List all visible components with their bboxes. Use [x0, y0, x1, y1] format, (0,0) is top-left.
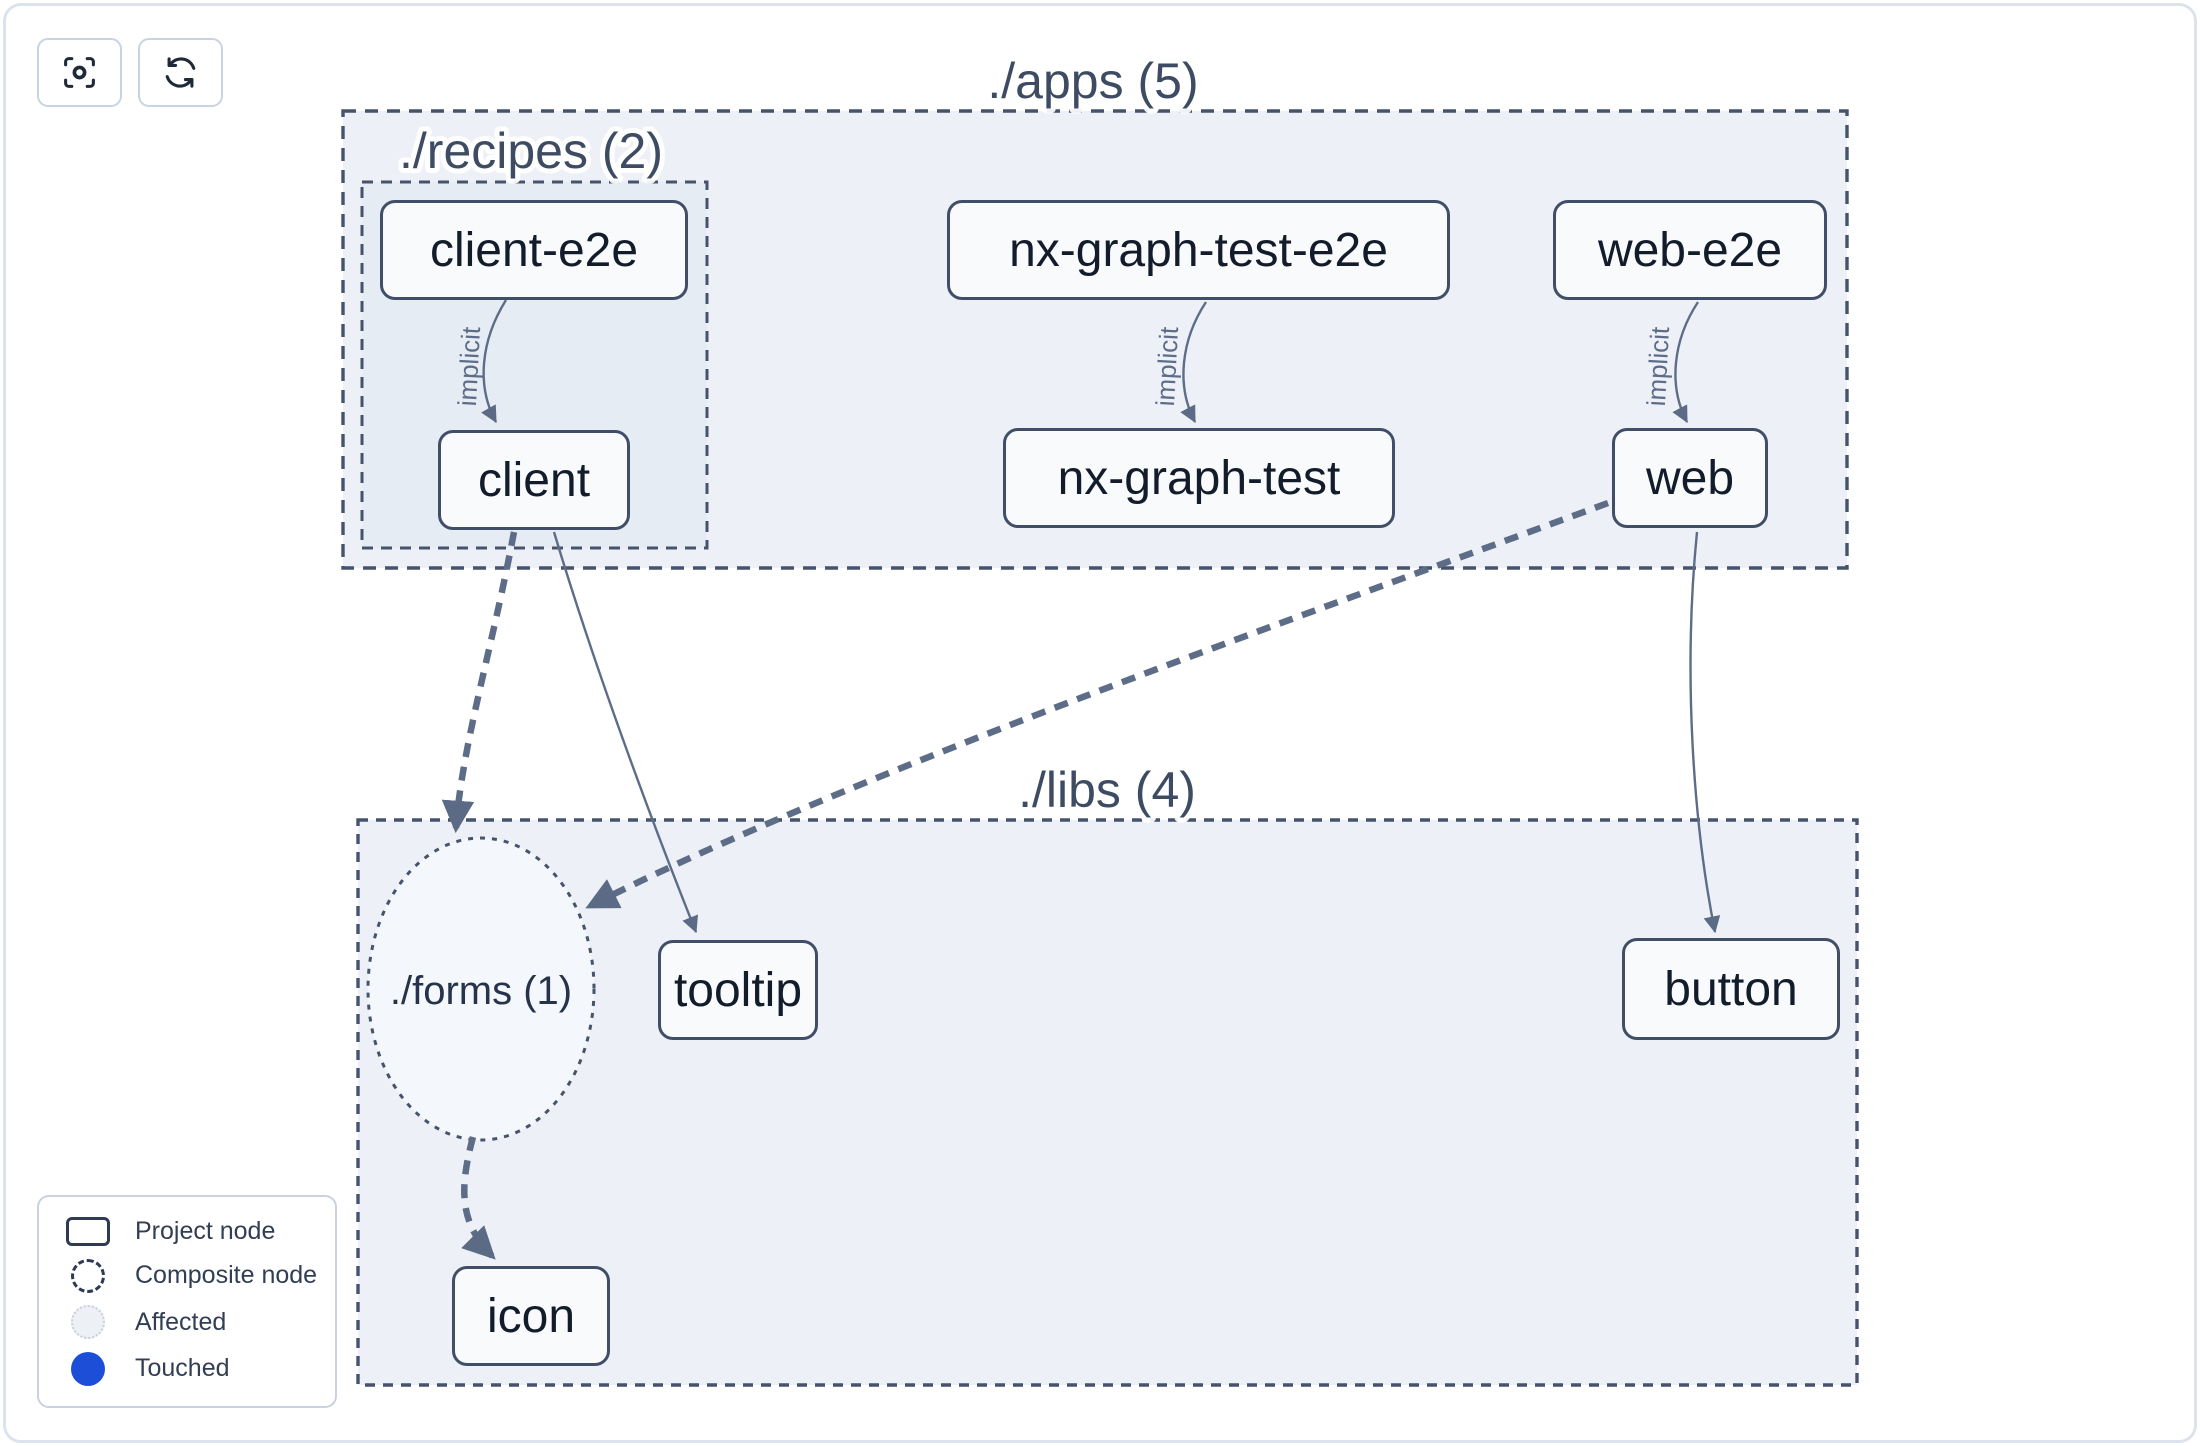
legend-item-label: Affected: [135, 1307, 227, 1336]
edge-nx-graph-test-e2e-to-nx-graph-test: [1180, 301, 1208, 424]
touched-swatch: [63, 1351, 113, 1386]
node-web[interactable]: web: [1612, 428, 1768, 528]
node-nx-graph-test[interactable]: nx-graph-test: [1003, 428, 1395, 528]
node-web-e2e-label: web-e2e: [1597, 223, 1783, 277]
cluster-recipes-label: ./recipes (2): [399, 123, 663, 179]
cluster-libs-label: ./libs (4): [1018, 762, 1196, 818]
refresh-icon: [165, 57, 196, 88]
edge-client-to-tooltip: [552, 531, 699, 934]
legend-panel: Project node Composite node Affected Tou…: [37, 1195, 337, 1408]
node-nx-graph-test-e2e-label: nx-graph-test-e2e: [1009, 223, 1388, 277]
edge-web-e2e-to-web: [1672, 301, 1700, 424]
composite-node-swatch: [63, 1258, 113, 1293]
refresh-graph-button[interactable]: [138, 38, 223, 107]
node-web-label: web: [1645, 451, 1735, 505]
legend-item-project-node: Project node: [39, 1217, 335, 1247]
node-nx-graph-test-label: nx-graph-test: [1057, 451, 1341, 505]
edge-client-e2e-to-client: [481, 299, 508, 424]
composite-node-forms[interactable]: [366, 836, 596, 1142]
edge-label-implicit-nx-graph-test: implicit: [1150, 325, 1184, 407]
cluster-apps-label: ./apps (5): [987, 53, 1198, 109]
edge-label-implicit-web: implicit: [1641, 325, 1675, 407]
node-icon-label: icon: [486, 1289, 576, 1343]
node-button[interactable]: button: [1622, 938, 1840, 1040]
legend-item-touched: Touched: [39, 1351, 335, 1386]
legend-item-composite-node: Composite node: [39, 1258, 335, 1293]
node-web-e2e[interactable]: web-e2e: [1553, 200, 1827, 300]
node-tooltip-label: tooltip: [673, 963, 803, 1017]
node-client-e2e[interactable]: client-e2e: [380, 200, 688, 300]
node-nx-graph-test-e2e[interactable]: nx-graph-test-e2e: [947, 200, 1450, 300]
node-client-e2e-label: client-e2e: [429, 223, 639, 277]
edge-web-to-button: [1689, 531, 1721, 934]
project-node-swatch: [63, 1217, 113, 1247]
legend-item-label: Composite node: [135, 1261, 318, 1290]
center-graph-button[interactable]: [37, 38, 122, 107]
edge-client-to-forms: [441, 531, 518, 834]
node-button-label: button: [1664, 962, 1798, 1016]
node-icon[interactable]: icon: [452, 1266, 610, 1366]
node-tooltip[interactable]: tooltip: [658, 940, 818, 1040]
node-client[interactable]: client: [438, 430, 630, 530]
legend-item-label: Touched: [135, 1354, 230, 1383]
legend-item-label: Project node: [135, 1217, 276, 1246]
affected-swatch: [63, 1305, 113, 1340]
node-client-label: client: [477, 453, 591, 507]
focus-icon: [64, 57, 95, 88]
legend-item-affected: Affected: [39, 1305, 335, 1340]
composite-node-forms-label: ./forms (1): [390, 969, 572, 1013]
edge-label-implicit-client: implicit: [452, 325, 486, 407]
